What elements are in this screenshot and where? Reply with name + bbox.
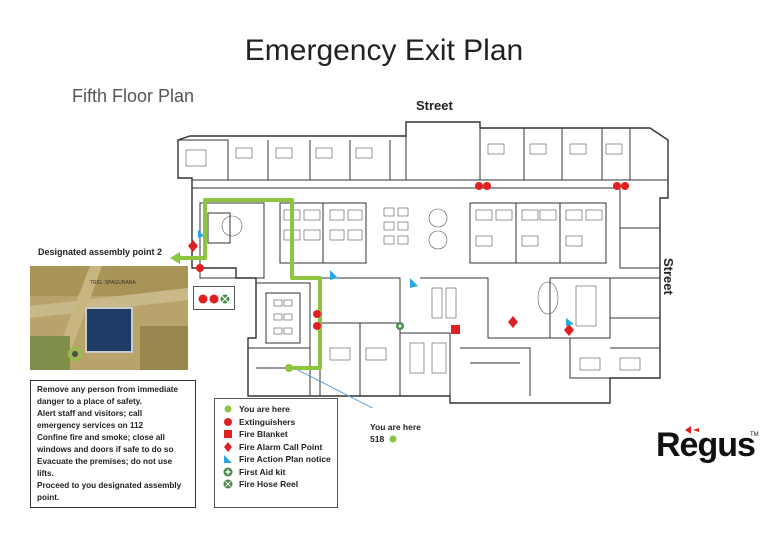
extinguisher-icon [621, 182, 629, 190]
floor-plan [170, 121, 669, 408]
fire-blanket-icon [221, 428, 235, 440]
extinguisher-icon [198, 294, 208, 304]
legend-label: Fire Action Plan notice [239, 454, 331, 465]
instruction-line: Remove any person from immediate [37, 385, 179, 394]
instruction-line: danger to a place of safety. [37, 397, 142, 406]
logo-mark-icon [685, 426, 699, 434]
you-are-here-note: You are here 518 [370, 421, 421, 445]
alarm-call-point-icon [564, 324, 574, 336]
room-number: 518 [370, 434, 385, 444]
extinguisher-icon [313, 322, 321, 330]
legend-item: Extinguishers [221, 416, 337, 429]
page-title: Emergency Exit Plan [244, 34, 524, 67]
extinguisher-icon [221, 416, 235, 428]
extinguisher-icon [483, 182, 491, 190]
you-are-here-icon [221, 403, 235, 415]
assembly-point-photo: TRIG. SPAGUNARA [30, 266, 188, 370]
equipment-cluster [193, 286, 235, 310]
legend-item: First Aid kit [221, 466, 337, 479]
legend-label: Fire Blanket [239, 429, 288, 440]
extinguisher-icon [313, 310, 321, 318]
legend-item: Fire Blanket [221, 428, 337, 441]
instruction-line: lifts. [37, 469, 54, 478]
assembly-point-label: Designated assembly point 2 [38, 247, 163, 257]
instruction-line: emergency services on 112 [37, 421, 144, 430]
fire-blanket-icon [451, 325, 460, 334]
legend-label: First Aid kit [239, 466, 286, 477]
street-label-top: Street [416, 98, 453, 113]
escape-route [175, 198, 322, 370]
action-plan-icon [410, 278, 418, 288]
instruction-line: Proceed to you designated assembly [37, 481, 182, 490]
action-plan-icon [566, 318, 574, 326]
first-aid-icon [221, 466, 235, 478]
extinguisher-icon [613, 182, 621, 190]
legend-item: Fire Alarm Call Point [221, 441, 337, 454]
photo-caption: TRIG. SPAGUNARA [90, 280, 136, 286]
route-arrow-icon [170, 252, 180, 264]
action-plan-icon [221, 453, 235, 465]
instruction-line: Confine fire and smoke; close all [37, 433, 165, 442]
alarm-call-point-icon [221, 441, 235, 453]
instruction-line: Alert staff and visitors; call [37, 409, 143, 418]
legend-label: Fire Hose Reel [239, 479, 299, 490]
instruction-line: Evacuate the premises; do not use [37, 457, 173, 466]
floor-subtitle: Fifth Floor Plan [72, 86, 195, 106]
legend-label: Extinguishers [239, 416, 296, 427]
extinguisher-icon [475, 182, 483, 190]
hose-reel-icon [221, 478, 235, 490]
legend-label: Fire Alarm Call Point [239, 441, 323, 452]
legend-item: Fire Action Plan notice [221, 453, 337, 466]
extinguisher-icon [209, 294, 219, 304]
alarm-call-point-icon [188, 240, 198, 252]
you-are-here-label: You are here [370, 422, 421, 432]
you-are-here-marker [285, 364, 293, 372]
instruction-line: point. [37, 493, 60, 502]
legend-label: You are here [239, 404, 290, 415]
regus-logo: Regus [656, 426, 756, 464]
legend-item: You are here [221, 403, 337, 416]
plan-equipment [188, 182, 629, 372]
you-are-here-icon [389, 435, 397, 443]
emergency-instructions: Remove any person from immediate danger … [30, 380, 196, 508]
action-plan-icon [198, 230, 204, 238]
logo-trademark: TM [750, 432, 759, 438]
legend-item: Fire Hose Reel [221, 478, 337, 491]
instruction-line: windows and doors if safe to do so [37, 445, 174, 454]
alarm-call-point-icon [508, 316, 518, 328]
legend: You are here Extinguishers Fire Blanket … [214, 398, 338, 508]
extinguisher-icon [196, 264, 204, 272]
action-plan-icon [330, 270, 338, 280]
